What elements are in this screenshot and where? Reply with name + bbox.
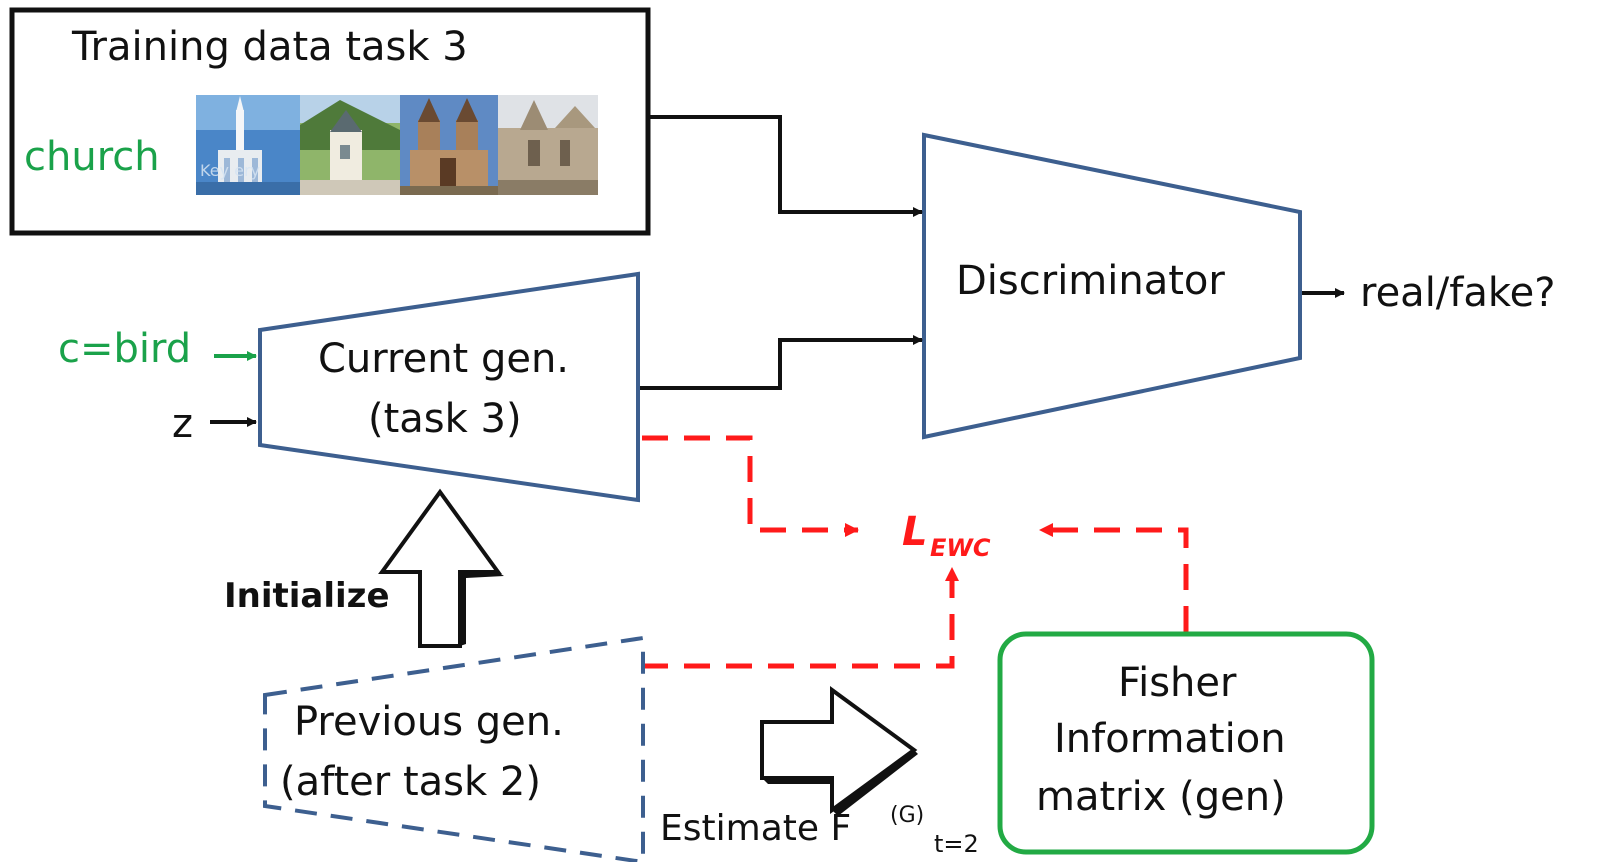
loss-main: L [902,509,928,555]
loss-subscript: EWC [930,534,991,562]
current-gen-line1: Current gen. [318,336,569,382]
fisher-line1: Fisher [1118,660,1237,706]
training-data-box: Training data task 3 church Key ery [9,7,651,236]
previous-gen-line2: (after task 2) [280,759,541,805]
initialize-label: Initialize [224,576,390,616]
fisher-line2: Information [1054,716,1286,762]
input-c-label: c=bird [58,326,191,372]
fisher-to-loss-arrow [1039,523,1189,632]
discriminator-label: Discriminator [956,258,1225,304]
previous-gen-to-loss-arrow [642,567,959,669]
photo-watermark: Key ery [200,161,260,180]
church-photo-strip: Key ery [196,95,598,195]
fisher-matrix-block: Fisher Information matrix (gen) [997,631,1375,855]
previous-gen-line1: Previous gen. [294,699,564,745]
previous-generator-block: Previous gen. (after task 2) [263,635,645,862]
current-generator-block: Current gen. (task 3) [258,271,640,503]
ewc-loss-label: L EWC [902,509,991,562]
data-to-discriminator-arrow [650,115,923,217]
estimate-label: Estimate F (G) t=2 [660,803,979,858]
class-label-church: church [24,134,160,180]
estimate-superscript: (G) [890,803,924,828]
discriminator-block: Discriminator [922,132,1302,440]
input-z-label: z [172,401,193,447]
current-gen-to-loss-arrow [642,435,859,537]
current-gen-line2: (task 3) [368,396,522,442]
estimate-arrow-icon [760,686,918,816]
estimate-prefix: Estimate F [660,808,851,849]
church-photo-2 [300,95,400,195]
church-photo-1: Key ery [196,95,300,195]
output-label: real/fake? [1360,270,1555,316]
initialize-arrow-icon [378,488,504,648]
training-data-title: Training data task 3 [71,24,468,70]
generator-to-discriminator-arrow [640,335,923,390]
estimate-subscript: t=2 [934,830,979,858]
church-photo-3 [400,95,498,195]
church-photo-4 [498,95,598,195]
fisher-line3: matrix (gen) [1036,774,1286,820]
